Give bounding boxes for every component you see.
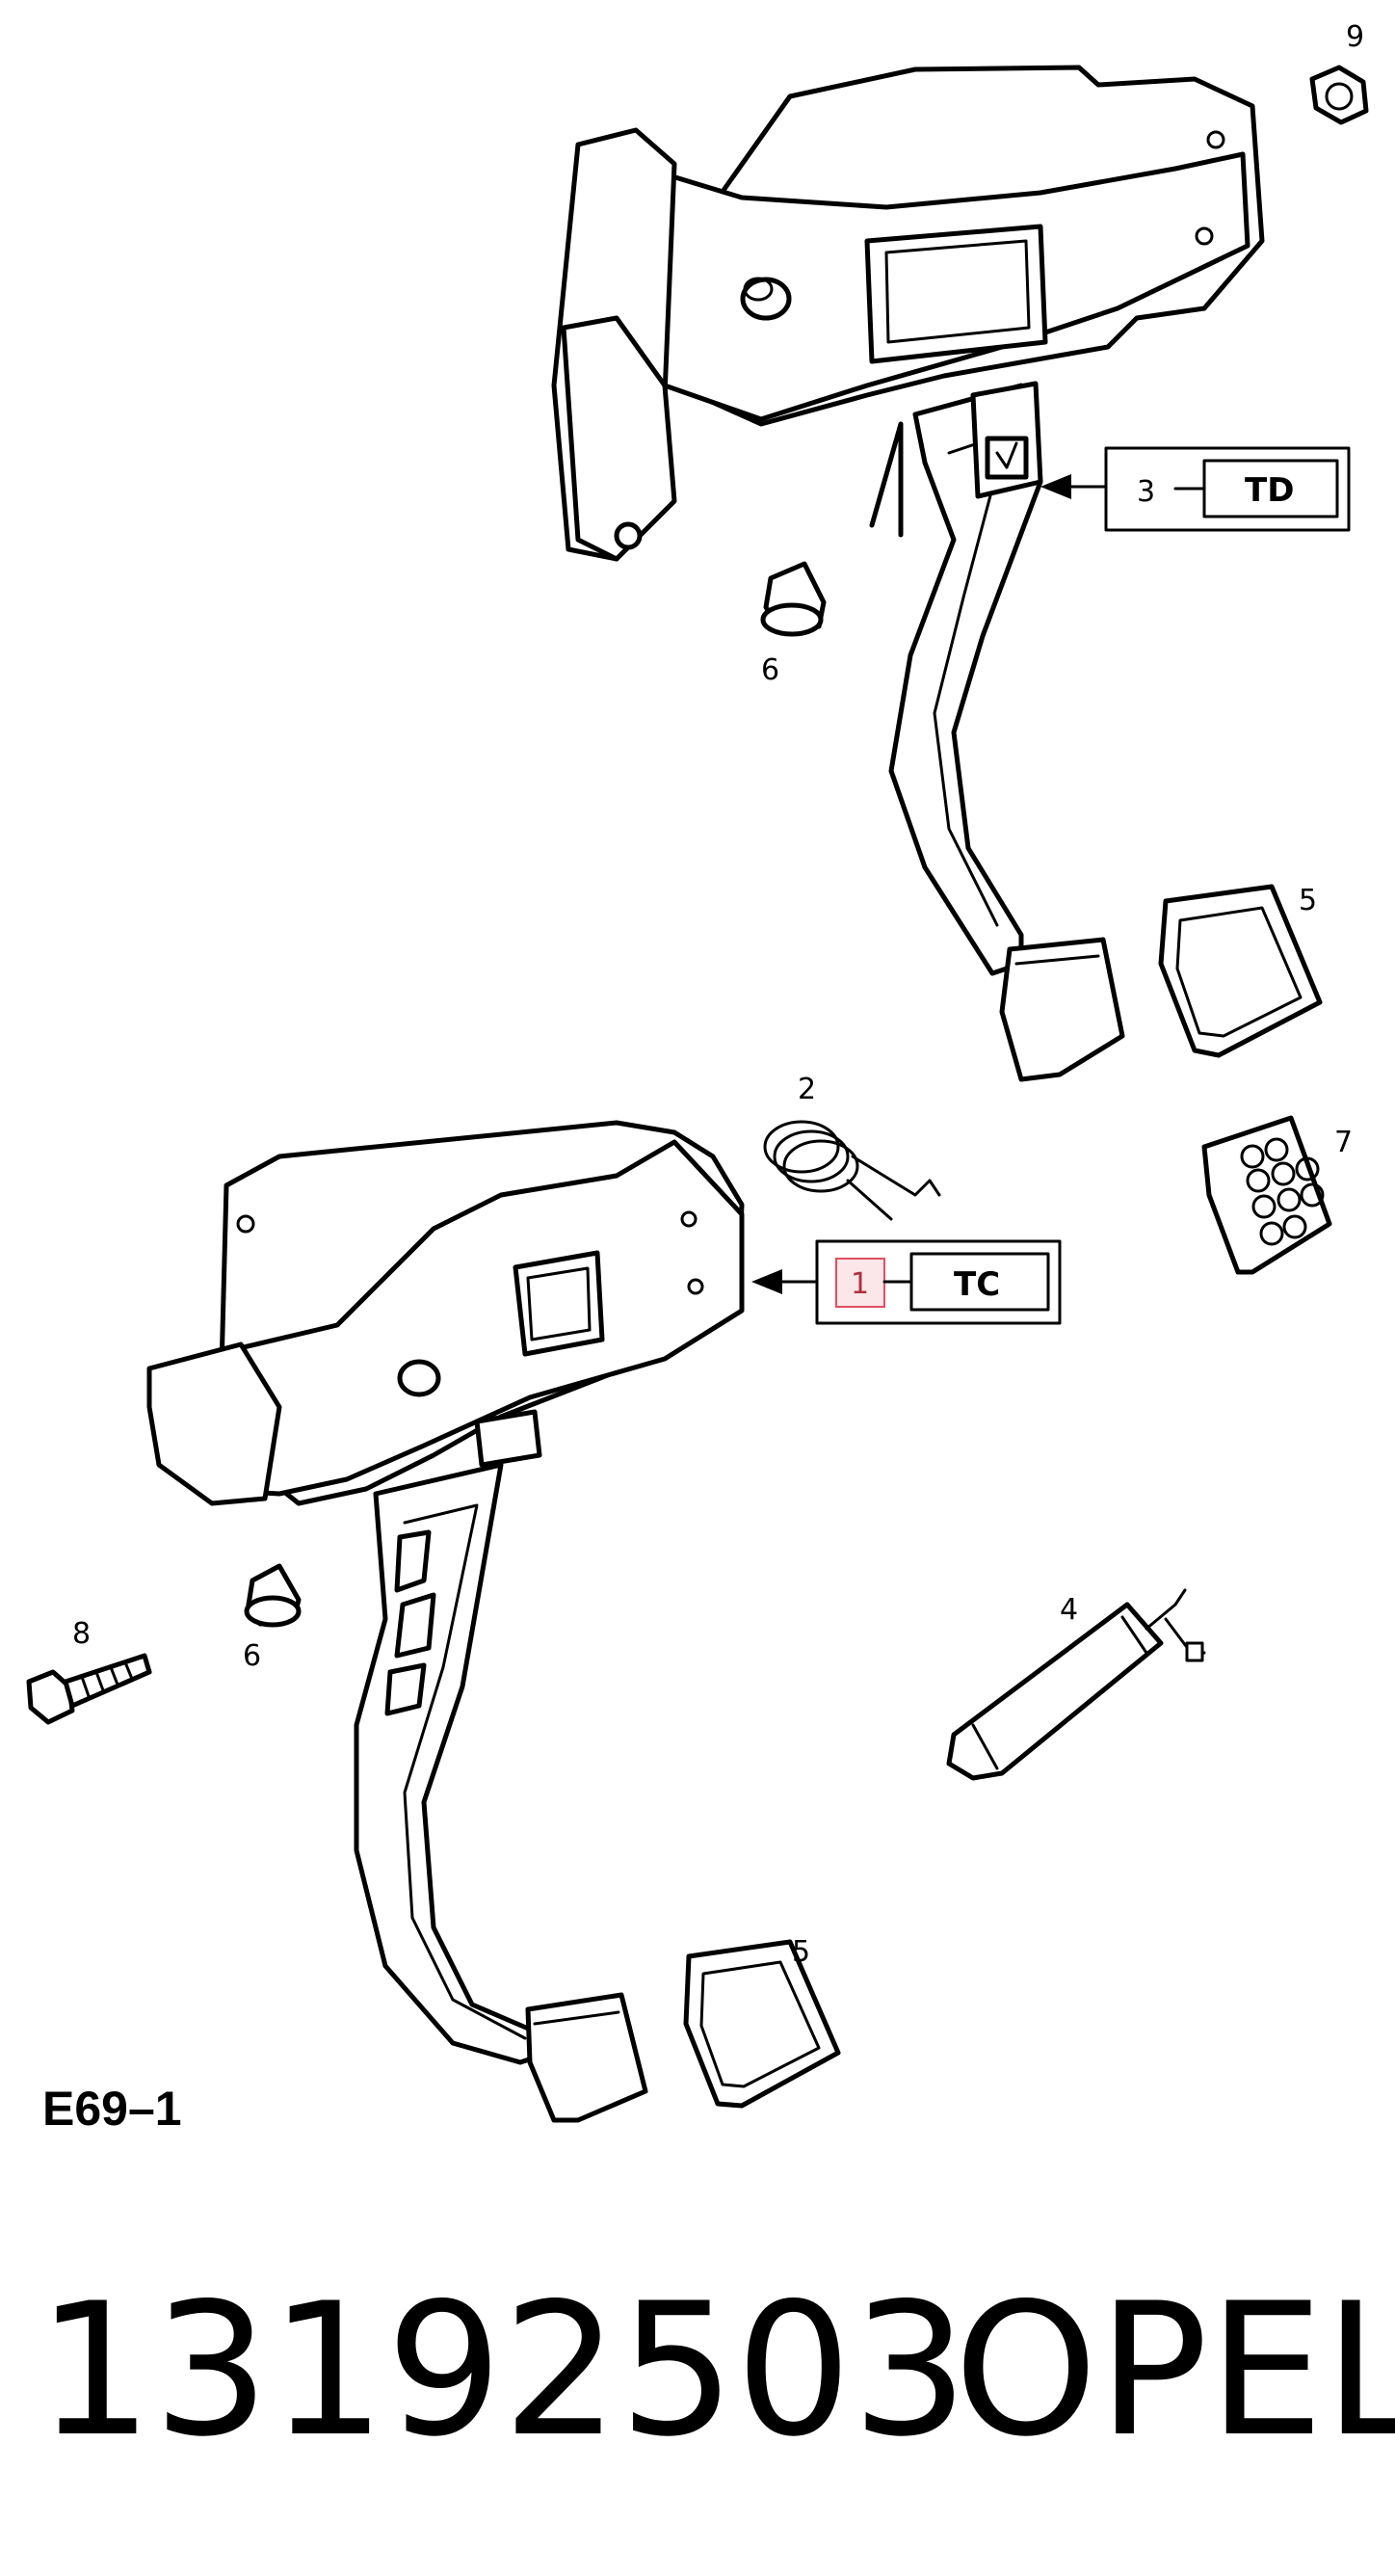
pad-small-part [1201,1115,1332,1275]
switch-part [946,1588,1206,1781]
brand-name: OPEL [954,2264,1395,2477]
callout-8: 8 [72,1617,91,1651]
upper-pedal-assembly [551,65,1265,1082]
upper-reference-box [1040,446,1351,532]
callout-6-lower: 6 [243,1639,261,1673]
lower-pedal-assembly [146,1120,745,2123]
arrow-icon [1040,474,1071,499]
callout-9: 9 [1346,20,1364,54]
bumper-lower-part [244,1563,302,1628]
nut-part [1309,65,1369,125]
reference-code-tc: TC [954,1265,1000,1304]
callout-6-upper: 6 [761,653,779,687]
lower-reference-box [751,1239,1062,1325]
callout-7: 7 [1334,1126,1353,1159]
screw-part [26,1653,152,1725]
part-number: 13192503 [37,2264,968,2477]
callout-5-upper: 5 [1299,884,1317,917]
arrow-icon [751,1269,782,1294]
callout-2: 2 [798,1073,816,1106]
reference-code-td: TD [1245,471,1294,510]
callout-1: 1 [851,1267,869,1301]
spring-part [763,1120,941,1221]
highlight-box [835,1258,885,1308]
callout-5-lower: 5 [792,1935,810,1969]
bumper-upper-part [760,561,827,637]
callout-3: 3 [1137,475,1155,509]
callout-4: 4 [1060,1593,1078,1627]
pad-lower-part [683,1939,841,2109]
diagram-code: E69–1 [42,2082,182,2136]
pad-upper-part [1158,884,1323,1058]
